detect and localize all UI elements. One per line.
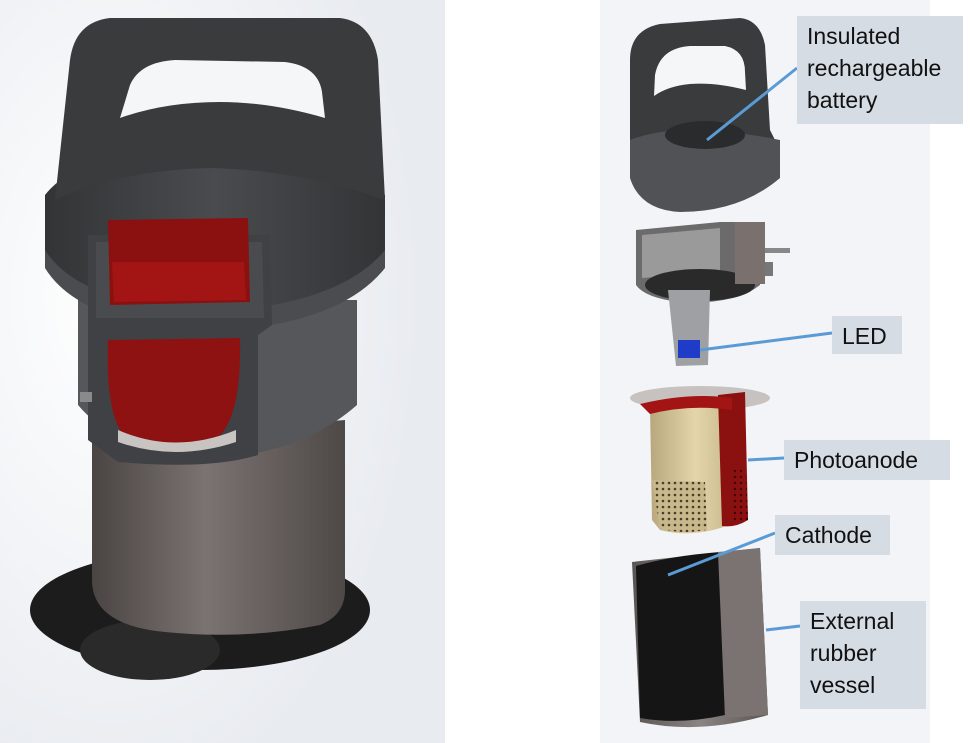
vessel-cathode-part (632, 548, 768, 728)
label-led: LED (832, 316, 902, 354)
label-line: battery (807, 87, 878, 113)
leader-lines (667, 66, 833, 632)
leader-vessel (765, 624, 801, 632)
leader-battery (706, 66, 798, 142)
leader-photoanode (747, 456, 785, 462)
assembled-device (30, 18, 385, 680)
leader-cathode (667, 531, 776, 577)
handle-opening (120, 60, 325, 118)
label-line: External (810, 608, 895, 634)
cathode-surface (636, 552, 725, 721)
label-line: vessel (810, 672, 876, 698)
label-external-rubber-vessel: External rubber vessel (800, 601, 926, 709)
label-photoanode: Photoanode (784, 440, 950, 480)
leader-led (699, 331, 833, 352)
photoanode-part (630, 386, 770, 534)
label-line: rechargeable (807, 55, 942, 81)
assembled-tube (92, 420, 345, 635)
handle (55, 18, 385, 200)
label-cathode: Cathode (775, 515, 890, 555)
label-insulated-rechargeable-battery: Insulated rechargeable battery (797, 16, 963, 124)
led-chip (678, 340, 700, 358)
battery-cap (630, 18, 780, 212)
label-line: rubber (810, 640, 877, 666)
led-holder (636, 222, 790, 366)
red-window (107, 338, 241, 448)
label-line: Insulated (807, 23, 901, 49)
exploded-view (630, 18, 833, 728)
